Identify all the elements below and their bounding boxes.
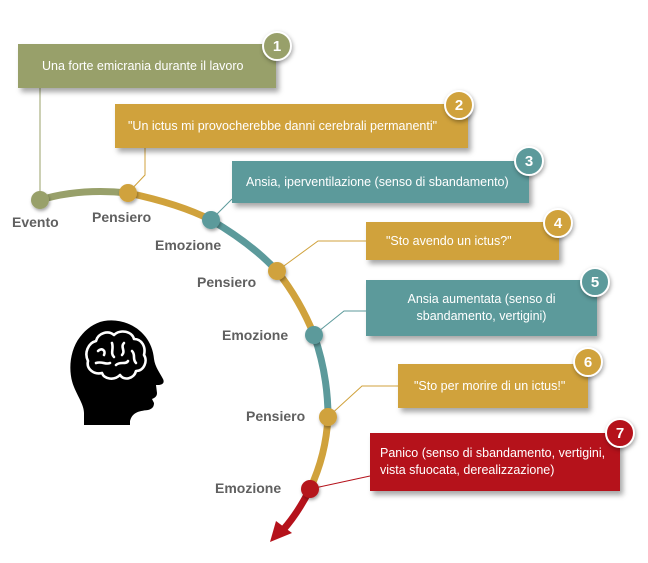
step-badge-3: 3	[514, 146, 544, 176]
spine-segment-gold-3	[306, 416, 332, 491]
stage-label-6: Pensiero	[246, 408, 306, 424]
step-box-5: Ansia aumentata (senso di sbandamento, v…	[366, 280, 597, 336]
step-text-5: Ansia aumentata (senso di sbandamento, v…	[407, 292, 556, 323]
step-badge-5: 5	[580, 267, 610, 297]
node-6	[319, 408, 337, 426]
stage-label-5: Emozione	[222, 327, 289, 343]
stage-label-4: Pensiero	[197, 274, 257, 290]
connector-6	[327, 385, 398, 418]
step-badge-7: 7	[605, 418, 635, 448]
stage-label-1: Evento	[12, 214, 59, 230]
connector-7	[309, 475, 371, 490]
step-text-1: Una forte emicrania durante il lavoro	[42, 58, 244, 73]
connector-5	[313, 310, 366, 336]
step-text-4: "Sto avendo un ictus?"	[386, 233, 512, 248]
spine-segment-teal-2	[310, 333, 332, 418]
spine-segment-gold-2	[274, 268, 318, 337]
step-box-4: "Sto avendo un ictus?"	[366, 222, 559, 260]
node-2	[119, 184, 137, 202]
node-4	[268, 262, 286, 280]
step-box-3: Ansia, iperventilazione (senso di sbanda…	[232, 161, 529, 203]
step-text-6: "Sto per morire di un ictus!"	[414, 378, 566, 393]
arrow-head	[270, 521, 292, 542]
node-7	[301, 480, 319, 498]
node-1	[31, 191, 49, 209]
head-brain-icon	[70, 320, 164, 425]
step-box-7: Panico (senso di sbandamento, vertigini,…	[370, 433, 620, 491]
stage-label-2: Pensiero	[92, 209, 152, 225]
step-text-3: Ansia, iperventilazione (senso di sbanda…	[246, 174, 509, 189]
node-3	[202, 211, 220, 229]
step-box-1: Una forte emicrania durante il lavoro	[18, 44, 276, 88]
step-box-6: "Sto per morire di un ictus!"	[398, 364, 588, 408]
step-text-7: Panico (senso di sbandamento, vertigini,…	[380, 446, 606, 477]
step-badge-6: 6	[573, 347, 603, 377]
spine-segment-olive	[38, 188, 129, 204]
step-badge-2: 2	[444, 90, 474, 120]
step-badge-4: 4	[543, 208, 573, 238]
stage-label-7: Emozione	[215, 480, 282, 496]
stage-label-3: Emozione	[155, 237, 222, 253]
connector-4	[276, 240, 366, 272]
step-box-2: "Un ictus mi provocherebbe danni cerebra…	[115, 104, 468, 148]
step-badge-1: 1	[262, 31, 292, 61]
step-text-2: "Un ictus mi provocherebbe danni cerebra…	[128, 118, 438, 133]
node-5	[305, 326, 323, 344]
